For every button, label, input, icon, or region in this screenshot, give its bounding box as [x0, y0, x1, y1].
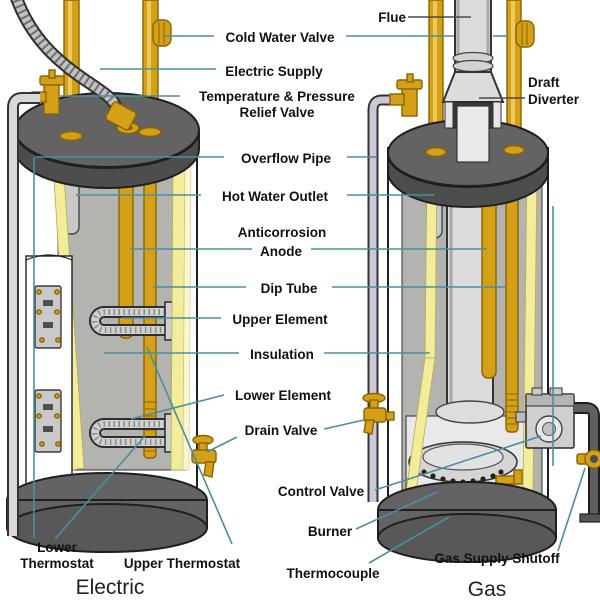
leader-lines	[33, 16, 586, 564]
gas-water-heater	[362, 0, 600, 563]
overflow-pipe-electric	[7, 92, 40, 536]
label-control-valve: Control Valve	[278, 484, 365, 499]
label-burner: Burner	[308, 524, 353, 539]
electric-water-heater	[6, 0, 217, 553]
label-hot-water-outlet: Hot Water Outlet	[222, 189, 329, 204]
label-anticorrosion-1: Anticorrosion	[238, 225, 327, 240]
gas-shutoff-valve	[576, 449, 600, 469]
label-draft-diverter-1: Draft	[528, 75, 560, 90]
label-dip-tube: Dip Tube	[261, 281, 318, 296]
label-draft-diverter-2: Diverter	[528, 92, 580, 107]
label-electric-supply: Electric Supply	[225, 64, 323, 79]
flue-pipe	[452, 0, 494, 79]
insulation-layer-right	[170, 155, 186, 471]
drain-valve-gas	[362, 392, 395, 435]
gas-cutaway-interior	[401, 159, 543, 519]
label-tp-relief-2: Relief Valve	[239, 105, 315, 120]
label-lower-thermostat-1: Lower	[37, 540, 78, 555]
label-upper-element: Upper Element	[232, 312, 328, 327]
gas-supply-pipe	[574, 402, 600, 523]
label-tp-relief-1: Temperature & Pressure	[199, 89, 355, 104]
label-cold-water-valve: Cold Water Valve	[225, 30, 335, 45]
thermostat-access-panel	[25, 254, 73, 495]
cold-water-valve-gas	[515, 20, 535, 48]
label-insulation: Insulation	[250, 347, 314, 362]
gas-base	[377, 481, 557, 563]
tp-relief-valve-gas	[389, 73, 423, 117]
label-lower-thermostat-2: Thermostat	[20, 556, 94, 571]
label-flue: Flue	[378, 10, 406, 25]
label-drain-valve: Drain Valve	[245, 423, 318, 438]
label-thermocouple: Thermocouple	[286, 566, 380, 581]
cold-water-pipe-gas	[506, 0, 535, 155]
caption-electric: Electric	[76, 576, 145, 599]
electric-supply-conduit	[10, 0, 137, 131]
caption-gas: Gas	[468, 578, 507, 600]
electric-cutaway-interior	[53, 155, 192, 471]
upper-thermostat-unit	[34, 285, 62, 349]
cold-water-valve-electric	[152, 19, 172, 47]
label-anticorrosion-2: Anode	[260, 244, 302, 259]
label-upper-thermostat: Upper Thermostat	[124, 556, 241, 571]
label-gas-supply-shutoff: Gas Supply Shutoff	[434, 551, 560, 566]
label-lower-element: Lower Element	[235, 388, 332, 403]
labels: Flue Cold Water Valve Electric Supply Te…	[20, 10, 580, 600]
label-overflow-pipe: Overflow Pipe	[241, 151, 332, 166]
overflow-pipe-gas	[367, 94, 400, 502]
drain-valve-electric	[191, 434, 217, 478]
draft-diverter	[441, 71, 505, 163]
lower-thermostat-unit	[34, 389, 62, 453]
electric-top-cap	[14, 92, 200, 189]
